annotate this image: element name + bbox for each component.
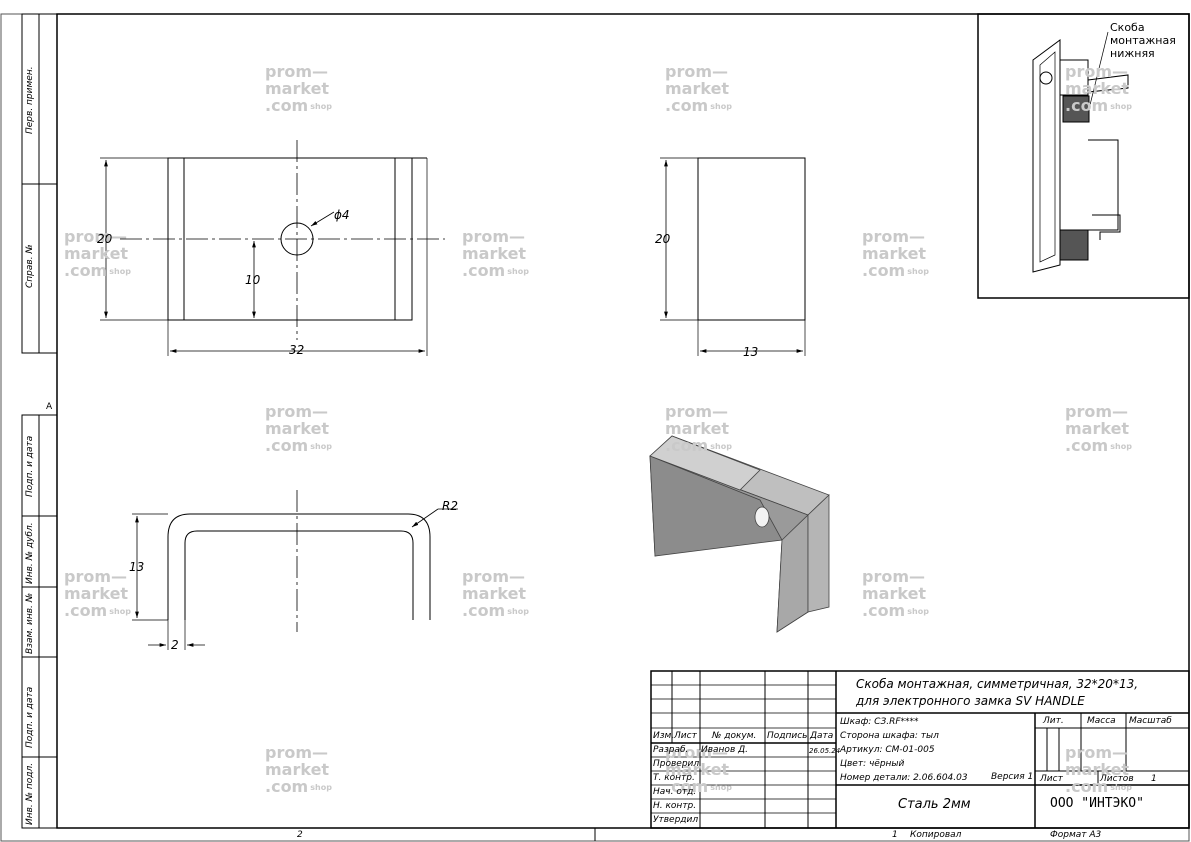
strip-label: Подп. и дата <box>25 435 35 497</box>
role-checked: Проверил <box>653 759 700 769</box>
dim-side-depth: 13 <box>743 345 759 359</box>
footer-format: Формат А3 <box>1050 830 1102 840</box>
dim-front-width: 32 <box>289 343 305 357</box>
isometric-view <box>649 435 830 633</box>
top-view <box>132 490 458 650</box>
front-view <box>100 140 445 356</box>
footer-left-number: 2 <box>297 830 303 840</box>
drawing-title: Скоба монтажная, симметричная, 32*20*13,… <box>856 677 1139 708</box>
footer-copied-number: 1 <box>892 830 898 840</box>
col-header-sheet: Лист <box>674 731 697 741</box>
param-list: Шкаф: СЗ.RF**** Сторона шкафа: тыл Артик… <box>840 717 968 783</box>
inset-callout: Скоба монтажная нижняя <box>1110 21 1176 60</box>
title-block-grid <box>650 670 1190 829</box>
role-dept-head: Нач. отд. <box>653 787 697 797</box>
developer-date: 26.05.24 <box>809 747 841 755</box>
material: Сталь 2мм <box>898 797 971 812</box>
inset-view <box>977 13 1190 299</box>
zone-letter: A <box>46 402 53 412</box>
dim-front-hole-height: 10 <box>245 273 261 287</box>
developer-name: Иванов Д. <box>701 745 748 755</box>
col-header-change: Изм. <box>653 731 675 741</box>
col-header-date: Дата <box>810 731 834 741</box>
version-label: Версия 1 <box>991 772 1034 782</box>
strip-label: Инв. № дубл. <box>25 522 35 584</box>
strip-label: Подп. и дата <box>25 686 35 748</box>
sheets-count: 1 <box>1151 774 1157 784</box>
lit-label: Лит. <box>1043 716 1064 726</box>
iso-hole <box>754 506 770 528</box>
dim-hole-diameter: ϕ4 <box>334 208 350 222</box>
left-strip <box>21 13 58 829</box>
footer-copied-label: Копировал <box>910 830 962 840</box>
company-name: ООО "ИНТЭКО" <box>1050 796 1144 811</box>
scale-label: Масштаб <box>1129 716 1172 726</box>
strip-label: Инв. № подл. <box>25 762 35 825</box>
strip-label: Перв. примен. <box>25 66 35 134</box>
dim-side-height: 20 <box>655 232 671 246</box>
role-norm-control: Н. контр. <box>653 801 697 811</box>
col-header-signature: Подпись <box>767 731 808 741</box>
role-approved: Утвердил <box>653 815 699 825</box>
strip-label: Справ. № <box>25 244 35 288</box>
role-tech-control: Т. контр. <box>653 773 695 783</box>
dim-front-height: 20 <box>97 232 113 246</box>
sheet-label: Лист <box>1040 774 1063 784</box>
sheets-label: Листов <box>1100 774 1134 784</box>
col-header-docnum: № докум. <box>712 731 757 741</box>
dim-top-radius: R2 <box>442 499 458 513</box>
title-block-rows <box>651 684 836 814</box>
dim-top-depth: 13 <box>129 560 145 574</box>
side-view <box>660 157 806 356</box>
mass-label: Масса <box>1087 716 1116 726</box>
dim-top-thickness: 2 <box>171 638 179 652</box>
role-developed: Разраб. <box>653 745 689 755</box>
strip-label: Взам. инв. № <box>25 592 35 654</box>
